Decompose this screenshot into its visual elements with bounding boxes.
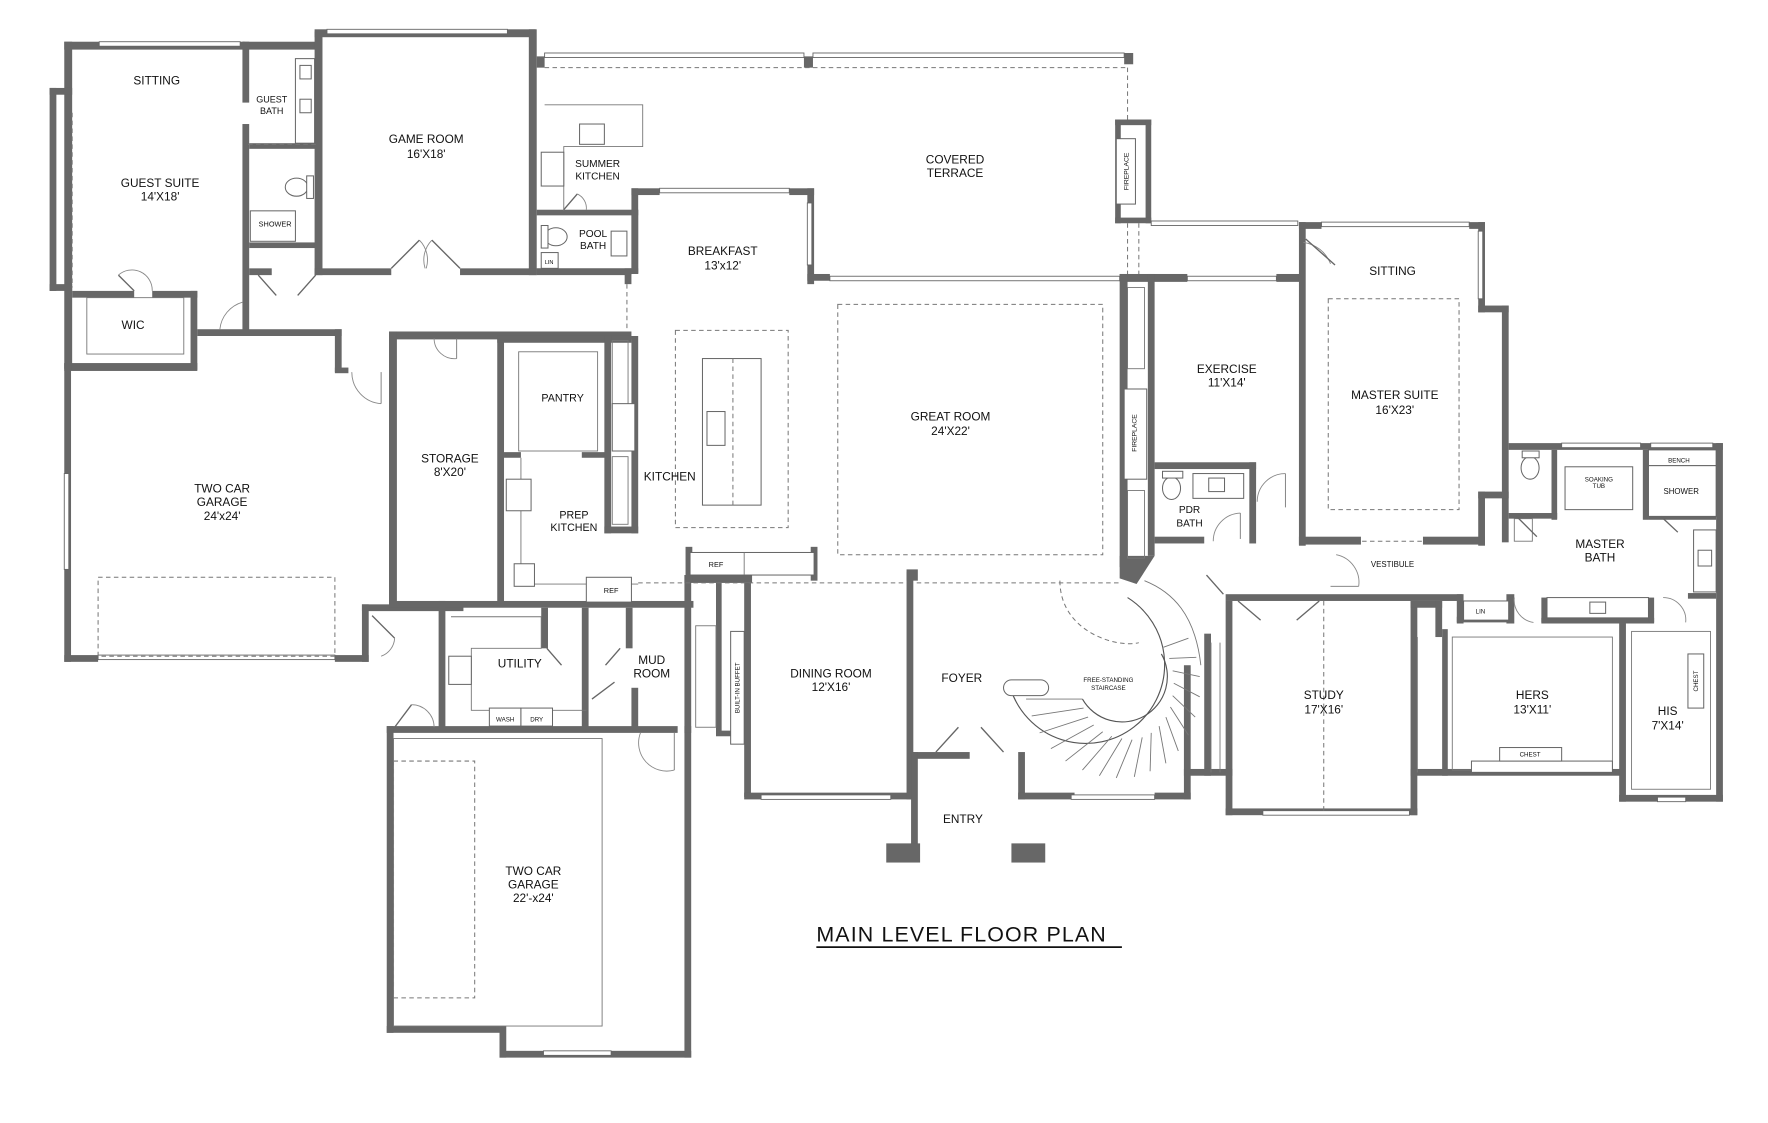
label-study-size: 17'X16' xyxy=(1304,703,1343,717)
label-study: STUDY xyxy=(1304,688,1344,702)
label-game-room: GAME ROOM xyxy=(389,132,464,146)
label-master-suite-size: 16'X23' xyxy=(1375,403,1414,417)
label-summer-kitchen-2: KITCHEN xyxy=(575,171,619,182)
label-breakfast: BREAKFAST xyxy=(688,244,758,258)
label-great-room-size: 24'X22' xyxy=(931,424,970,438)
label-prep-kitchen-2: KITCHEN xyxy=(550,522,597,534)
dashed-outlines xyxy=(71,67,1460,999)
label-master-lin: LIN xyxy=(1476,608,1486,615)
label-storage: STORAGE xyxy=(421,451,479,465)
label-dry: DRY xyxy=(530,717,543,724)
label-master-bath-1: MASTER xyxy=(1575,537,1624,551)
label-kitchen-ref: REF xyxy=(709,560,724,569)
label-storage-size: 8'X20' xyxy=(434,465,466,479)
label-exercise-size: 11'X14' xyxy=(1208,376,1246,390)
label-garage2-size: 22'-x24' xyxy=(513,891,554,905)
label-dining-room: DINING ROOM xyxy=(790,667,871,681)
label-wash: WASH xyxy=(496,717,514,724)
label-hers: HERS xyxy=(1516,688,1549,702)
label-pool-lin: LIN xyxy=(545,260,554,266)
label-pdr-bath-1: PDR xyxy=(1179,505,1200,516)
label-pantry: PANTRY xyxy=(541,392,583,404)
label-garage1-2: GARAGE xyxy=(197,495,248,509)
label-sitting-master: SITTING xyxy=(1369,264,1416,278)
label-garage2-1: TWO CAR xyxy=(505,864,561,878)
label-staircase-2: STAIRCASE xyxy=(1091,685,1126,692)
label-game-room-size: 16'X18' xyxy=(407,147,446,161)
label-pool-bath-2: BATH xyxy=(580,241,606,252)
label-covered-terrace-1: COVERED xyxy=(926,152,985,166)
label-garage2-2: GARAGE xyxy=(508,877,559,891)
label-mud-room-1: MUD xyxy=(638,653,665,667)
label-guest-suite-size: 14'X18' xyxy=(141,190,180,204)
label-foyer: FOYER xyxy=(941,671,982,685)
label-pool-bath-1: POOL xyxy=(579,229,608,240)
label-his-chest: CHEST xyxy=(1693,670,1700,691)
label-garage1-size: 24'x24' xyxy=(204,509,241,523)
label-summer-kitchen-1: SUMMER xyxy=(575,159,620,170)
label-breakfast-size: 13'x12' xyxy=(704,258,741,272)
label-shower-guest: SHOWER xyxy=(259,220,292,229)
label-utility: UTILITY xyxy=(498,656,542,670)
label-wic: WIC xyxy=(122,318,145,332)
label-pdr-bath-2: BATH xyxy=(1176,519,1202,530)
label-mud-room-2: ROOM xyxy=(633,667,670,681)
label-sitting-guest: SITTING xyxy=(133,74,180,88)
label-great-room: GREAT ROOM xyxy=(911,410,991,424)
doors xyxy=(117,193,1687,772)
label-hers-chest: CHEST xyxy=(1520,752,1541,759)
label-soaking-tub-1: SOAKING xyxy=(1585,476,1613,483)
label-prep-ref: REF xyxy=(604,586,619,595)
label-guest-bath-1: GUEST xyxy=(256,95,288,105)
label-exercise: EXERCISE xyxy=(1197,362,1257,376)
label-master-bath-2: BATH xyxy=(1585,551,1616,565)
label-covered-terrace-2: TERRACE xyxy=(927,166,984,180)
label-guest-bath-2: BATH xyxy=(260,106,283,116)
room-labels: SITTING GUEST BATH GUEST SUITE 14'X18' S… xyxy=(121,74,1700,905)
label-built-in-buffet: BUILT-IN BUFFET xyxy=(735,662,742,713)
label-his: HIS xyxy=(1658,704,1678,718)
label-terrace-fireplace: FIREPLACE xyxy=(1124,152,1131,190)
label-bench: BENCH xyxy=(1668,457,1690,464)
label-garage1-1: TWO CAR xyxy=(194,482,250,496)
label-staircase-1: FREE-STANDING xyxy=(1083,677,1133,684)
label-soaking-tub-2: TUB xyxy=(1593,483,1605,490)
label-dining-room-size: 12'X16' xyxy=(812,680,851,694)
windows xyxy=(63,28,1714,1056)
fixtures xyxy=(86,58,1717,1027)
label-prep-kitchen-1: PREP xyxy=(559,510,588,522)
label-shower-master: SHOWER xyxy=(1663,487,1699,496)
label-entry: ENTRY xyxy=(943,812,983,826)
label-vestibule: VESTIBULE xyxy=(1371,560,1414,569)
label-master-suite: MASTER SUITE xyxy=(1351,388,1439,402)
label-kitchen: KITCHEN xyxy=(644,469,696,483)
label-hers-size: 13'X11' xyxy=(1513,703,1551,717)
label-great-fireplace: FIREPLACE xyxy=(1132,414,1139,452)
label-his-size: 7'X14' xyxy=(1652,718,1684,732)
label-guest-suite: GUEST SUITE xyxy=(121,176,200,190)
plan-title: MAIN LEVEL FLOOR PLAN xyxy=(816,922,1107,946)
